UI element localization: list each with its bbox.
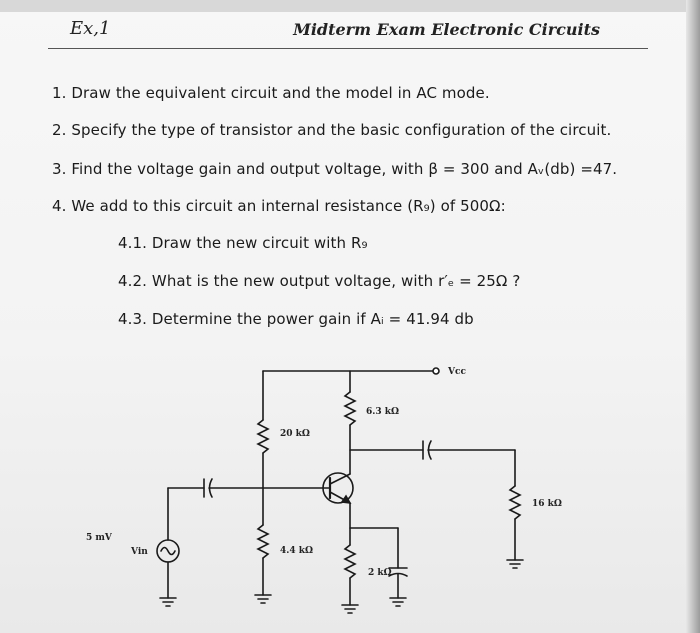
- ground-r2: [254, 594, 272, 604]
- ground-source: [159, 597, 177, 607]
- r1-label: 20 kΩ: [280, 429, 310, 439]
- resistor-re: [343, 544, 357, 579]
- re-label: 2 kΩ: [368, 568, 392, 578]
- rc-label: 6.3 kΩ: [366, 407, 399, 417]
- transistor-collector-lead: [329, 473, 351, 485]
- rl-label: 16 kΩ: [532, 499, 562, 509]
- resistor-r1: [256, 419, 270, 454]
- page-header: Ex,1 Midterm Exam Electronic Circuits: [48, 18, 648, 49]
- vcc-label: Vcc: [447, 367, 466, 377]
- question-4: 4. We add to this circuit an internal re…: [52, 197, 506, 215]
- question-4-1: 4.1. Draw the new circuit with R₉: [118, 234, 368, 252]
- sine-wave-icon: [160, 546, 176, 556]
- question-3: 3. Find the voltage gain and output volt…: [52, 160, 618, 178]
- photo-border-right: [686, 0, 700, 633]
- resistor-rl: [508, 485, 522, 520]
- vcc-terminal: [432, 367, 440, 375]
- exercise-number: Ex,1: [70, 18, 111, 39]
- emitter-arrow: [340, 494, 352, 504]
- resistor-rc: [343, 391, 357, 426]
- exam-title: Midterm Exam Electronic Circuits: [293, 20, 600, 39]
- photo-border-top: [0, 0, 700, 12]
- question-4-2: 4.2. What is the new output voltage, wit…: [118, 272, 521, 290]
- r2-label: 4.4 kΩ: [280, 546, 313, 556]
- source-value-label: 5 mV: [86, 533, 113, 543]
- ground-rl: [506, 559, 524, 569]
- resistor-r2: [256, 524, 270, 559]
- question-2: 2. Specify the type of transistor and th…: [52, 121, 612, 139]
- ground-re: [341, 604, 359, 614]
- source-name-label: Vin: [130, 547, 148, 557]
- question-1: 1. Draw the equivalent circuit and the m…: [52, 84, 490, 102]
- ground-bypass: [389, 597, 407, 607]
- question-4-3: 4.3. Determine the power gain if Aᵢ = 41…: [118, 310, 474, 328]
